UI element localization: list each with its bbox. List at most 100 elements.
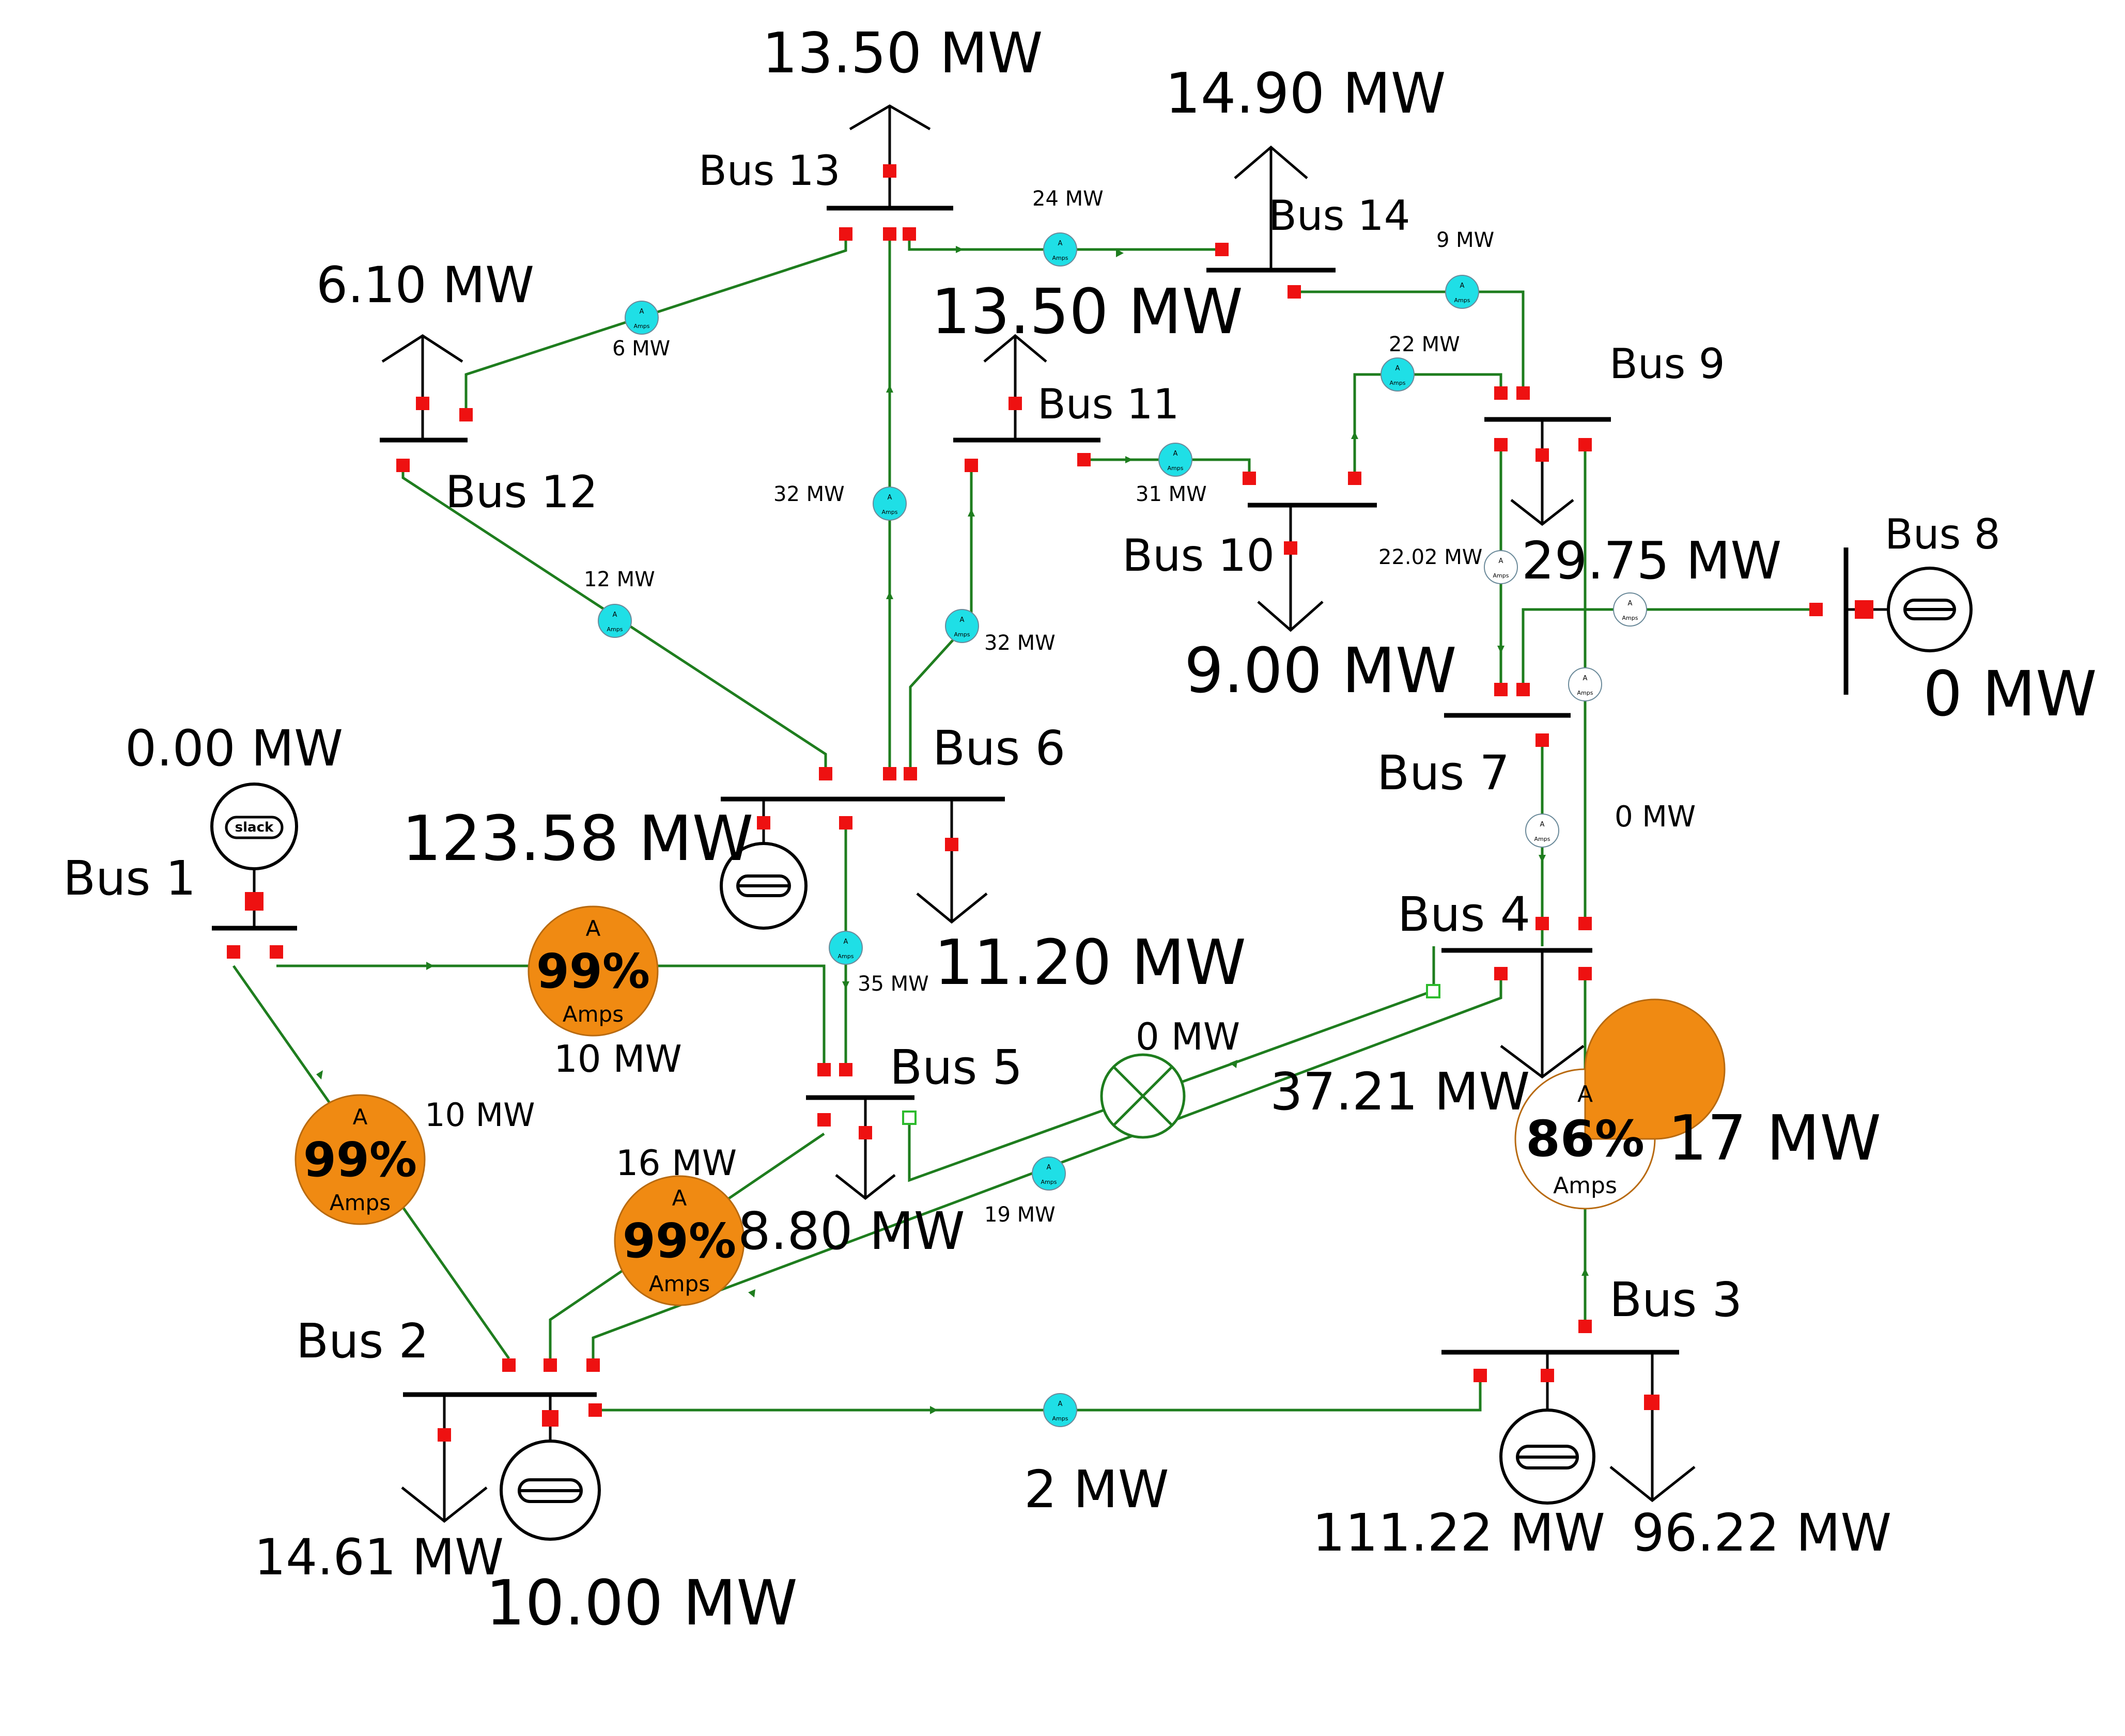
breaker[interactable] [1535,448,1549,462]
breaker[interactable] [1855,600,1873,619]
ammeter-amps-label: Amps [1622,615,1638,621]
line-10-9[interactable] [1353,373,1502,478]
breaker[interactable] [1644,1395,1659,1410]
load-6-arrow[interactable] [916,799,988,924]
breaker[interactable] [883,767,896,780]
breaker[interactable] [1578,1320,1592,1333]
breaker[interactable] [1494,386,1508,400]
breaker[interactable] [883,164,896,178]
open-breaker[interactable] [902,1111,917,1125]
breaker[interactable] [1348,472,1361,485]
load-3-arrow[interactable] [1609,1352,1696,1503]
breaker[interactable] [1535,733,1549,747]
breaker[interactable] [839,227,852,241]
load-9-arrow[interactable] [1510,419,1574,526]
breaker[interactable] [459,408,473,421]
ammeter-unit-label: A [1395,365,1400,372]
breaker[interactable] [1009,397,1022,410]
breaker[interactable] [1473,1369,1487,1382]
breaker[interactable] [1535,917,1549,930]
breaker[interactable] [1077,453,1091,466]
breaker[interactable] [227,945,240,959]
ammeter-gauge-1-5[interactable]: A 99% Amps [528,905,659,1037]
open-breaker[interactable] [1426,984,1440,998]
breaker[interactable] [819,767,832,780]
breaker[interactable] [396,459,410,472]
breaker[interactable] [1494,683,1508,696]
breaker[interactable] [1578,438,1592,451]
breaker[interactable] [1243,472,1256,485]
breaker[interactable] [1516,386,1530,400]
breaker[interactable] [1494,967,1508,980]
breaker[interactable] [817,1113,831,1127]
breaker[interactable] [544,1358,557,1372]
breaker[interactable] [883,227,896,241]
breaker[interactable] [1516,683,1530,696]
line-1-5[interactable] [276,964,826,1067]
breaker[interactable] [757,816,770,830]
line-2-5[interactable] [549,1132,825,1361]
breaker[interactable] [859,1126,872,1139]
breaker[interactable] [945,838,958,851]
breaker[interactable] [502,1358,516,1372]
ammeter-gauge-2-5[interactable]: A 99% Amps [614,1175,745,1306]
load-13-arrow[interactable] [849,104,931,208]
breaker[interactable] [245,892,263,911]
slack-generator-icon[interactable]: slack [210,783,298,870]
breaker[interactable] [839,816,852,830]
breaker[interactable] [817,1063,831,1076]
ammeter-gauge-3-4[interactable]: A 86% Amps [1514,998,1726,1210]
breaker[interactable] [1284,541,1297,555]
load-2-arrow[interactable] [401,1395,488,1523]
breaker[interactable] [270,945,283,959]
breaker[interactable] [839,1063,852,1076]
load-11-arrow[interactable] [983,334,1047,440]
generator-3-icon[interactable] [1499,1409,1595,1505]
transformer-4-5-icon[interactable] [1100,1053,1186,1139]
breaker[interactable] [586,1358,600,1372]
breaker[interactable] [438,1428,451,1442]
line-14-9[interactable] [1294,290,1525,394]
breaker[interactable] [1288,285,1301,299]
generator-6-icon[interactable] [720,842,808,930]
flow-label-9-7: 22.02 MW [1378,545,1482,569]
breaker[interactable] [1215,243,1229,256]
breaker[interactable] [1578,967,1592,980]
line-8-7[interactable] [1522,608,1816,690]
load-10-arrow[interactable] [1257,505,1324,632]
ammeter-gauge-1-2[interactable]: A 99% Amps [294,1094,426,1225]
breaker[interactable] [542,1410,559,1427]
generator-8-icon[interactable] [1887,567,1973,652]
breaker[interactable] [1541,1369,1554,1382]
line-6-11[interactable] [909,465,973,774]
breaker[interactable] [965,459,978,472]
load-12-arrow[interactable] [381,334,463,440]
breaker[interactable] [904,767,917,780]
breaker[interactable] [588,1403,602,1417]
breaker[interactable] [1578,917,1592,930]
breaker[interactable] [903,227,916,241]
load-14-arrow[interactable] [1234,145,1308,270]
breaker[interactable] [1494,438,1508,451]
load-5-arrow[interactable] [835,1098,896,1200]
line-2-3[interactable] [595,1374,1482,1412]
generator-2-icon[interactable] [500,1440,601,1541]
load-4-arrow[interactable] [1500,950,1585,1079]
breaker[interactable] [416,397,429,410]
breaker[interactable] [1809,603,1823,616]
